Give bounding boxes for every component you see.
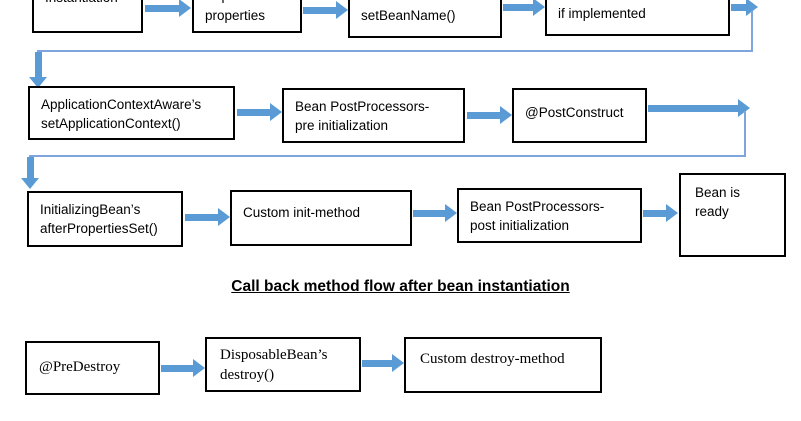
arrow-head [445,204,457,222]
connector-line-horizontal [37,50,753,52]
arrow-head [746,0,758,16]
flow-box-bean-postprocessors-post: Bean PostProcessors- post initialization [457,188,642,243]
arrow-right-icon [362,354,404,372]
connector-line-horizontal [29,155,746,157]
box-text-line: Custom destroy-method [420,351,565,367]
arrow-shaft [413,209,446,217]
arrow-shaft [503,3,534,11]
box-text-line: @PreDestroy [39,359,121,375]
arrow-down-icon [21,157,39,189]
arrow-right-icon [185,208,230,226]
arrow-shaft [303,6,337,14]
box-text-line: properties [205,8,266,23]
arrow-shaft [648,104,739,112]
arrow-shaft [643,209,667,217]
flow-box-initializing-bean: InitializingBean’s afterPropertiesSet() [27,191,183,247]
arrow-head [500,106,512,124]
arrow-right-icon [145,0,191,17]
box-text-line: BeanNameAware’s [361,0,489,6]
connector-line-vertical [744,111,746,157]
box-text-line: Other aware interfaces [558,0,717,4]
box-text-line: Instantiation [45,0,130,8]
connector-line-vertical [751,11,753,52]
arrow-shaft [26,157,34,179]
arrow-head [29,77,47,88]
arrow-head [193,359,205,377]
arrow-shaft [34,52,42,78]
arrow-shaft [362,359,393,367]
flow-box-instantiation: Instantiation [32,0,143,33]
box-text-line: DisposableBean’s [220,347,328,363]
arrow-shaft [237,108,271,116]
box-text-line: @PostConstruct [525,105,624,120]
box-text-line: setBeanName() [361,8,456,23]
flow-box-custom-destroy-method: Custom destroy-method [404,337,602,393]
arrow-head [392,354,404,372]
arrow-head [270,103,282,121]
arrow-head [21,178,39,189]
arrow-right-icon [161,359,205,377]
arrow-shaft [145,4,180,12]
box-text-line: afterPropertiesSet() [40,221,158,236]
flow-box-application-context-aware: ApplicationContextAware’s setApplication… [28,86,235,140]
arrow-down-icon [29,52,47,88]
flow-box-disposable-bean: DisposableBean’s destroy() [205,337,361,392]
flow-box-post-construct: @PostConstruct [512,88,647,143]
arrow-head [533,0,545,16]
box-text-line: Populate [205,0,289,6]
box-text-line: if implemented [558,6,646,21]
arrow-shaft [731,3,747,11]
box-text-line: pre initialization [295,118,389,133]
arrow-right-icon [413,204,457,222]
diagram-title: Call back method flow after bean instant… [231,278,570,295]
arrow-right-icon [237,103,282,121]
flow-box-other-aware-interfaces: Other aware interfaces if implemented [545,0,730,36]
arrow-right-icon [467,106,512,124]
arrow-shaft [467,111,501,119]
arrow-shaft [185,213,219,221]
flow-box-pre-destroy: @PreDestroy [25,341,160,395]
flow-box-custom-init-method: Custom init-method [230,190,412,246]
box-text-line: Bean PostProcessors- [470,199,605,214]
flow-box-bean-name-aware: BeanNameAware’s setBeanName() [348,0,502,38]
flow-box-populate-properties: Populate properties [192,0,302,33]
box-text-line: InitializingBean’s [40,202,141,217]
box-text-line: Bean is [695,185,741,200]
arrow-head [218,208,230,226]
arrow-head [738,99,750,117]
arrow-shaft [161,364,194,372]
arrow-right-icon [731,0,758,16]
arrow-right-icon [303,1,348,19]
flow-box-bean-postprocessors-pre: Bean PostProcessors- pre initialization [282,88,465,143]
arrow-right-icon [503,0,545,16]
arrow-right-icon [648,99,750,117]
arrow-right-icon [643,204,678,222]
box-text-line: destroy() [220,367,275,383]
arrow-head [336,1,348,19]
box-text-line: Custom init-method [243,205,361,220]
box-text-line: post initialization [470,218,570,233]
box-text-line: Bean PostProcessors- [295,99,430,114]
box-text-line: ready [695,204,729,219]
arrow-head [179,0,191,17]
box-text-line: setApplicationContext() [41,116,181,131]
flow-box-bean-is-ready: Bean is ready [679,173,786,257]
arrow-head [666,204,678,222]
box-text-line: ApplicationContextAware’s [41,97,202,112]
